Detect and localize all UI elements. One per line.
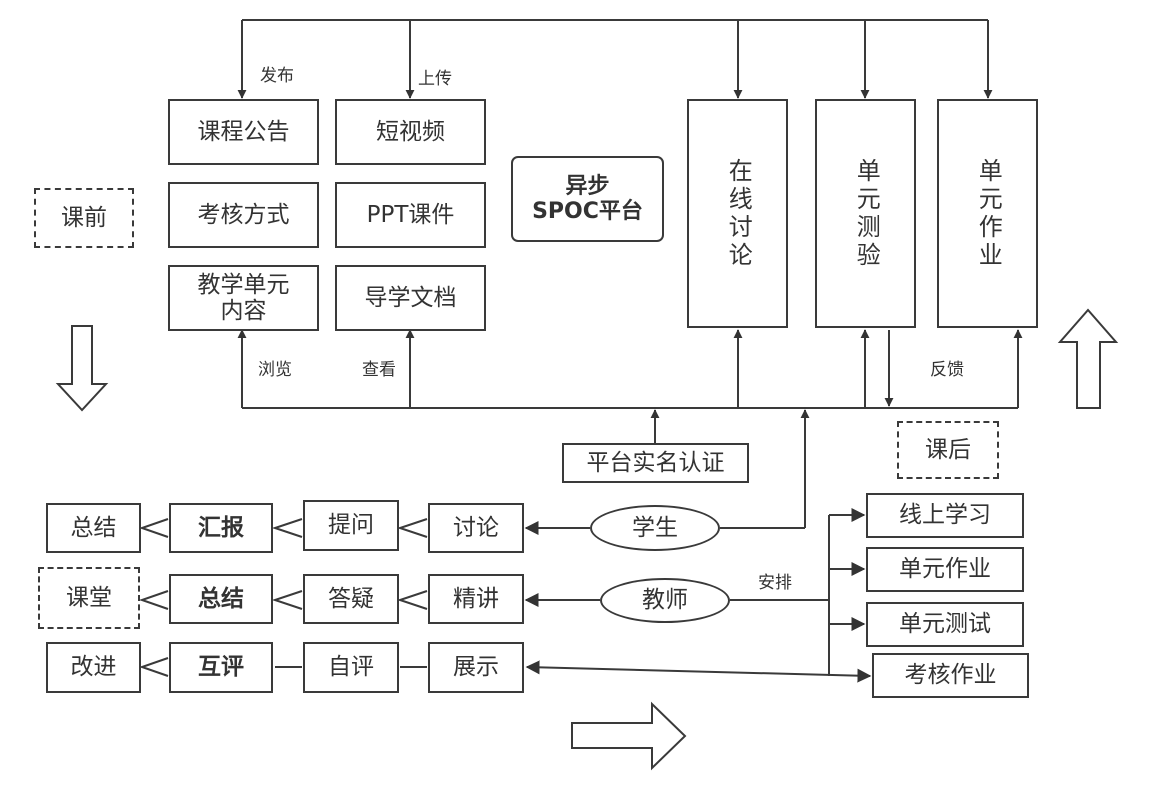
phase-before: 课前 — [34, 188, 134, 248]
task-online-study: 线上学习 — [866, 493, 1024, 538]
teacher-summary-box: 总结 — [169, 574, 273, 624]
unit-homework-column-box: 单元作业 — [937, 99, 1038, 328]
upload-label: 上传 — [418, 69, 452, 89]
announcement-box: 课程公告 — [168, 99, 319, 165]
arrow-right-icon — [571, 701, 687, 771]
online-discussion-box: 在线讨论 — [687, 99, 788, 328]
ppt-box: PPT课件 — [335, 182, 486, 248]
self-eval-box: 自评 — [303, 642, 399, 693]
browse-label: 浏览 — [258, 360, 292, 380]
verification-box: 平台实名认证 — [562, 443, 749, 483]
feedback-label: 反馈 — [930, 360, 964, 380]
arrow-up-icon — [1057, 308, 1119, 409]
report-box: 汇报 — [169, 503, 273, 553]
hollow-arrows — [55, 308, 1119, 771]
phase-class: 课堂 — [38, 567, 140, 629]
arrow-down-icon — [55, 325, 109, 412]
student-node: 学生 — [590, 505, 720, 551]
task-unit-homework: 单元作业 — [866, 547, 1024, 592]
view-label: 查看 — [362, 360, 396, 380]
spoc-platform-box: 异步 SPOC平台 — [511, 156, 664, 242]
show-box: 展示 — [428, 642, 524, 693]
unit-test-column-box: 单元测验 — [815, 99, 916, 328]
unit-content-box: 教学单元 内容 — [168, 265, 319, 331]
assessment-method-box: 考核方式 — [168, 182, 319, 248]
summary-box: 总结 — [46, 503, 141, 553]
short-video-box: 短视频 — [335, 99, 486, 165]
publish-label: 发布 — [260, 66, 294, 86]
improve-box: 改进 — [46, 642, 141, 693]
task-unit-test: 单元测试 — [866, 602, 1024, 647]
answer-box: 答疑 — [303, 574, 399, 624]
teacher-node: 教师 — [600, 578, 730, 623]
discuss-box: 讨论 — [428, 503, 524, 553]
peer-eval-box: 互评 — [169, 642, 273, 693]
task-assessment-homework: 考核作业 — [872, 653, 1029, 698]
lecture-box: 精讲 — [428, 574, 524, 624]
question-box: 提问 — [303, 500, 399, 551]
study-guide-box: 导学文档 — [335, 265, 486, 331]
phase-after: 课后 — [897, 421, 999, 479]
arrange-label: 安排 — [758, 573, 792, 593]
